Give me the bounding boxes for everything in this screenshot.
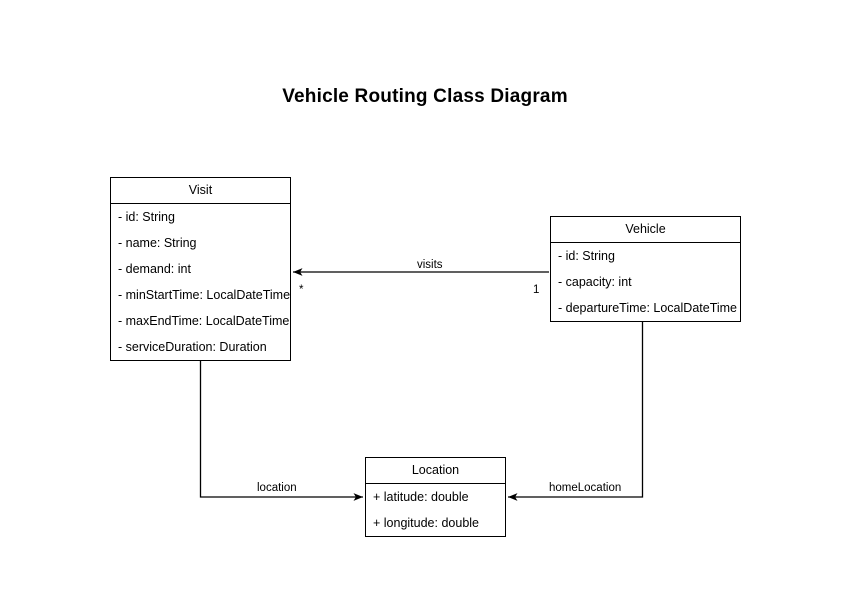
uml-class-name-location: Location [366, 458, 505, 484]
uml-class-visit[interactable]: Visit - id: String - name: String - dema… [110, 177, 291, 361]
uml-attribute: - demand: int [118, 262, 191, 276]
edge-home-location [508, 322, 644, 501]
page-title: Vehicle Routing Class Diagram [282, 86, 568, 107]
uml-attribute: - name: String [118, 236, 197, 250]
multiplicity-visits-source: 1 [533, 284, 540, 296]
uml-attribute: - id: String [118, 210, 175, 224]
uml-attribute: - maxEndTime: LocalDateTime [118, 314, 290, 328]
uml-attribute: - id: String [558, 249, 615, 263]
edge-location [199, 361, 363, 501]
uml-attribute: - serviceDuration: Duration [118, 340, 267, 354]
edge-label-visits: visits [414, 259, 446, 271]
uml-class-name-visit: Visit [111, 178, 290, 204]
uml-attribute: + longitude: double [373, 516, 479, 530]
uml-attributes-vehicle: - id: String - capacity: int - departure… [551, 243, 740, 321]
multiplicity-visits-target: * [299, 284, 304, 296]
uml-class-location[interactable]: Location + latitude: double + longitude:… [365, 457, 506, 537]
uml-attribute: - capacity: int [558, 275, 632, 289]
uml-attribute: - departureTime: LocalDateTime [558, 301, 738, 315]
uml-class-vehicle[interactable]: Vehicle - id: String - capacity: int - d… [550, 216, 741, 322]
uml-attributes-location: + latitude: double + longitude: double [366, 484, 505, 536]
edge-label-location: location [254, 482, 300, 494]
uml-attributes-visit: - id: String - name: String - demand: in… [111, 204, 290, 360]
edge-label-home-location: homeLocation [546, 482, 625, 494]
uml-attribute: - minStartTime: LocalDateTime [118, 288, 290, 302]
uml-attribute: + latitude: double [373, 490, 469, 504]
uml-class-name-vehicle: Vehicle [551, 217, 740, 243]
